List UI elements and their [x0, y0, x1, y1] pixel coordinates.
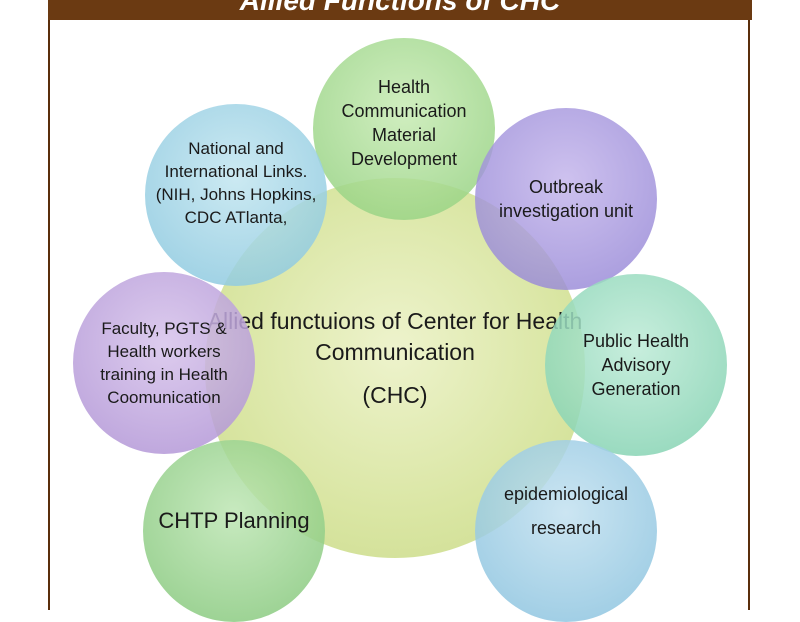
training-circle: Faculty, PGTS & Health workers training …: [73, 272, 255, 454]
chtp-circle: CHTP Planning: [143, 440, 325, 622]
epidemiological-circle: epidemiological research: [475, 440, 657, 622]
page-title: Allied Functions of CHC: [239, 0, 561, 16]
outbreak-circle: Outbreak investigation unit: [475, 108, 657, 290]
advisory-label: Public Health Advisory Generation: [582, 331, 690, 399]
health-material-circle: Health Communication Material Developmen…: [313, 38, 495, 220]
epidemiological-label: epidemiological research: [503, 484, 629, 538]
advisory-circle: Public Health Advisory Generation: [545, 274, 727, 456]
center-abbreviation: (CHC): [362, 381, 428, 408]
header-bar: Allied Functions of CHC: [48, 0, 752, 20]
links-label: National and International Links. (NIH, …: [155, 139, 317, 227]
diagram-frame: [48, 20, 750, 610]
health-material-label: Health Communication Material Developmen…: [341, 77, 467, 169]
center-label: Allied functuions of Center for Health C…: [205, 306, 585, 411]
outbreak-label: Outbreak investigation unit: [498, 177, 634, 221]
links-circle: National and International Links. (NIH, …: [145, 104, 327, 286]
chtp-label: CHTP Planning: [158, 508, 310, 533]
training-label: Faculty, PGTS & Health workers training …: [100, 319, 228, 407]
center-title: Allied functuions of Center for Health C…: [207, 307, 583, 365]
